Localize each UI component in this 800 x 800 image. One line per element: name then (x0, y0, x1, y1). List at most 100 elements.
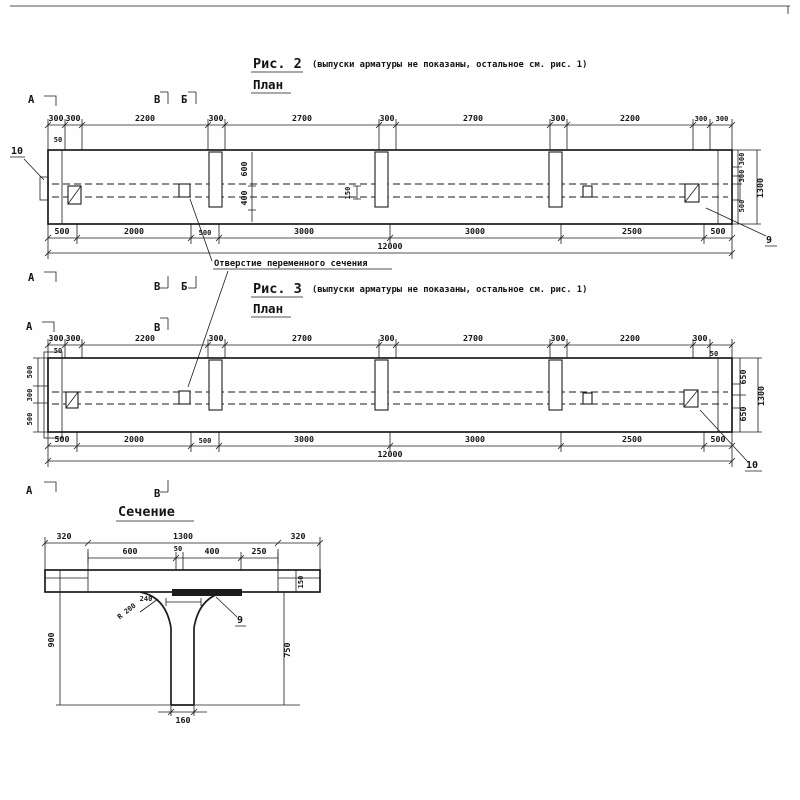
fig3-title: Рис. 3 (253, 281, 302, 297)
dim-label: 300 (738, 153, 746, 166)
fig3-beam-blocks (65, 359, 699, 411)
dim-label: 150 (344, 187, 352, 200)
dim-label: 400 (205, 546, 220, 556)
dim-label: 50 (174, 545, 182, 553)
dim-label: 2700 (463, 113, 483, 123)
dim-label: 300 (209, 333, 224, 343)
fig3-bottom-dimension-lines: 500 2000 500 3000 3000 2500 500 12000 (44, 432, 736, 467)
dim-label: 300 (738, 170, 746, 183)
part-label-9: 9 (237, 615, 243, 626)
dim-label: 2700 (292, 113, 312, 123)
dim-label: 500 (26, 366, 34, 379)
dim-label: 300 (551, 113, 566, 123)
fig3-subtitle: (выпуски арматуры не показаны, остальное… (312, 285, 587, 295)
dim-label: 300 (716, 115, 729, 123)
section-marker-v: В (154, 488, 160, 500)
fig3-plan-drawing: Рис. 3 (выпуски арматуры не показаны, ос… (26, 281, 766, 500)
dim-label: 300 (380, 113, 395, 123)
section-inner-dims: 240 R 200 9 (116, 595, 246, 627)
dim-label-total: 12000 (378, 449, 403, 459)
radius-label: R 200 (116, 602, 138, 621)
dim-label: 300 (49, 333, 64, 343)
hole-note-text: Отверстие переменного сечения (214, 259, 368, 269)
dim-label: 2500 (622, 434, 642, 444)
dim-label: 3000 (294, 434, 314, 444)
dim-label: 3000 (465, 226, 485, 236)
section-marker-b: Б (181, 94, 187, 106)
dim-label: 3000 (294, 226, 314, 236)
fig3-plan-label: План (253, 301, 283, 316)
fig3-title-underlines (251, 296, 303, 318)
fig2-inner-dims: 600 400 150 (239, 152, 361, 222)
section-marker-v: В (154, 94, 160, 106)
dim-label: 300 (209, 113, 224, 123)
dim-label: 250 (252, 546, 267, 556)
dim-label: 2200 (135, 333, 155, 343)
section-marker-v: В (154, 322, 160, 334)
part-label-9: 9 (766, 235, 772, 246)
dim-label: 50 (710, 350, 718, 358)
section-marker-a: А (26, 485, 33, 497)
dim-label-total: 12000 (378, 241, 403, 251)
dim-label: 900 (46, 633, 56, 648)
section-body (44, 569, 321, 706)
dim-label: 500 (711, 434, 726, 444)
fig2-section-markers-bottom: А В Б (28, 271, 197, 293)
fig3-right-dims: 650 650 1300 (732, 357, 766, 433)
dim-label: 400 (239, 191, 249, 206)
dim-label: 300 (693, 333, 708, 343)
dim-label: 500 (711, 226, 726, 236)
hole-annotation: Отверстие переменного сечения (187, 198, 392, 388)
fig2-plan-label: План (253, 77, 283, 92)
dim-label: 240 (140, 595, 153, 603)
fig2-subtitle: (выпуски арматуры не показаны, остальное… (312, 60, 587, 70)
section-drawing: Сечение 320 1300 320 600 50 400 250 240 … (41, 504, 324, 725)
dim-label: 500 (55, 226, 70, 236)
fig2-title: Рис. 2 (253, 56, 302, 72)
dim-label: 750 (282, 643, 292, 658)
dim-label: 2200 (135, 113, 155, 123)
dim-label: 1300 (173, 531, 193, 541)
dim-label: 500 (26, 413, 34, 426)
fig3-top-dimension-line: 300 300 2200 300 2700 300 2700 300 2200 … (44, 333, 736, 358)
section-marker-b: Б (181, 281, 187, 293)
dim-label: 150 (297, 576, 305, 589)
dim-label: 300 (49, 113, 64, 123)
fig2-right-dims: 300 300 500 1300 (732, 149, 765, 225)
fig3-left-dims: 500 300 500 (26, 357, 48, 433)
dim-label: 500 (199, 229, 212, 237)
dim-label: 300 (26, 389, 34, 402)
dim-label: 50 (54, 347, 62, 355)
section-top-dims: 320 1300 320 600 50 400 250 (41, 531, 324, 570)
part-label-10: 10 (746, 460, 758, 471)
dim-label: 1300 (755, 178, 765, 198)
fig2-part-labels: 10 9 (10, 146, 777, 247)
dim-label: 2200 (620, 113, 640, 123)
fig3-section-markers-top: А В (26, 317, 169, 334)
fig2-title-underlines (251, 71, 303, 94)
dim-label: 600 (123, 546, 138, 556)
section-marker-a: А (28, 94, 35, 106)
fig3-part-labels: 10 (699, 409, 762, 472)
dim-label: 2700 (463, 333, 483, 343)
dim-label: 650 (738, 407, 748, 422)
dim-label: 300 (66, 113, 81, 123)
fig2-bottom-dimension-lines: 500 2000 500 3000 3000 2500 500 12000 (44, 224, 736, 259)
section-side-dims: 900 150 750 160 (46, 569, 305, 725)
section-marker-a: А (26, 321, 33, 333)
fig2-top-dimension-line: 300 300 2200 300 2700 300 2700 300 2200 … (44, 113, 736, 150)
sheet-border (10, 5, 790, 14)
dim-label: 500 (738, 200, 746, 213)
section-title: Сечение (118, 504, 175, 520)
fig3-beam-outline (43, 351, 741, 439)
dim-label: 1300 (756, 386, 766, 406)
dim-label: 50 (54, 136, 62, 144)
dim-label: 160 (176, 715, 191, 725)
dim-label: 300 (695, 115, 708, 123)
dim-label: 300 (551, 333, 566, 343)
dim-label: 2500 (622, 226, 642, 236)
dim-label: 2000 (124, 226, 144, 236)
section-marker-a: А (28, 272, 35, 284)
fig2-plan-drawing: Рис. 2 (выпуски арматуры не показаны, ос… (10, 56, 777, 293)
